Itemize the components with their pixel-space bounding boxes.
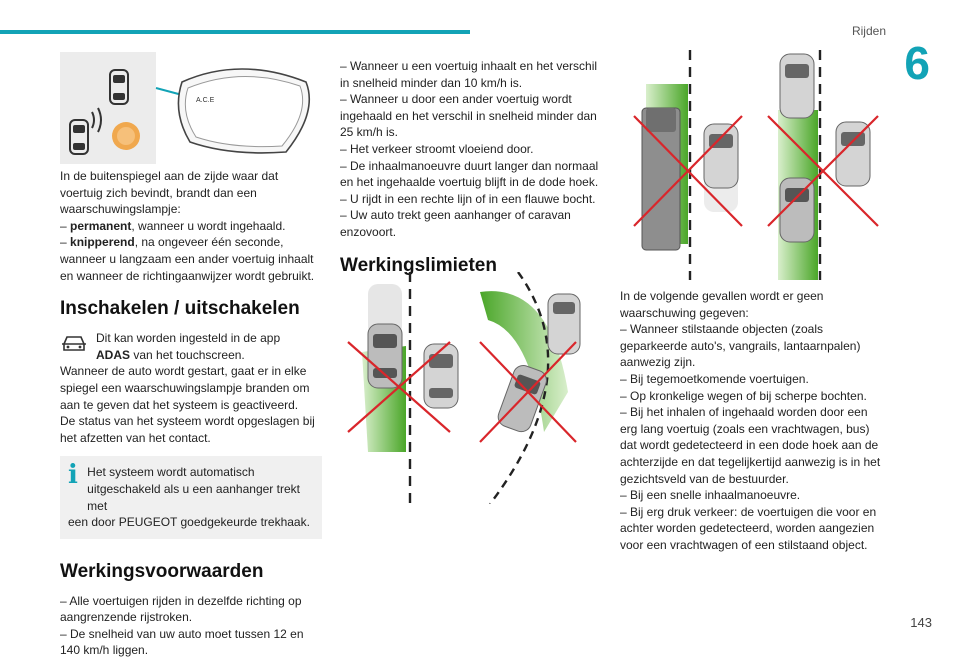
column-2: – Wanneer u een voertuig inhaalt en het … <box>340 58 602 287</box>
limit-2: – Bij tegemoetkomende voertuigen. <box>620 371 809 386</box>
mirror-item-2: – knipperend, na ongeveer één seconde, w… <box>60 235 315 283</box>
condition-3: – Wanneer u een voertuig inhaalt en het … <box>340 59 598 90</box>
column-3: In de volgende gevallen wordt er geen wa… <box>620 288 888 554</box>
car-own <box>367 323 403 389</box>
car-icon-top <box>109 69 129 105</box>
car-own-right <box>779 177 815 243</box>
para-status: De status van het systeem wordt opgeslag… <box>60 414 315 445</box>
column-1: In de buitenspiegel aan de zijde waar da… <box>60 168 322 659</box>
condition-2: – De snelheid van uw auto moet tussen 12… <box>60 626 304 658</box>
mirror-label: A.C.E <box>196 97 215 104</box>
condition-8: – Uw auto trekt geen aanhanger of carava… <box>340 208 571 239</box>
car-other <box>423 343 459 409</box>
chapter-number: 6 <box>904 37 930 89</box>
limits-figure-straight-and-curve <box>347 272 581 504</box>
limit-3: – Op kronkelige wegen of bij scherpe boc… <box>620 388 867 403</box>
condition-7: – U rijdt in een rechte lijn of in een f… <box>340 191 596 206</box>
section-title: Rijden <box>851 24 886 38</box>
limits-figure-truck-and-oncoming <box>633 50 879 280</box>
car-icon-bottom <box>69 119 89 155</box>
car-lane-left <box>703 123 739 189</box>
heading-conditions: Werkingsvoorwaarden <box>60 560 264 582</box>
limit-4: – Bij het inhalen of ingehaald worden do… <box>620 405 881 486</box>
condition-4: – Wanneer u door een ander voertuig word… <box>340 92 597 140</box>
truck <box>641 107 681 251</box>
limit-6: – Bij erg druk verkeer: de voertuigen di… <box>620 504 877 552</box>
car-oncoming <box>779 53 815 119</box>
info-icon: i <box>68 460 78 491</box>
condition-5: – Het verkeer stroomt vloeiend door. <box>340 141 534 156</box>
mirror-item-1: – permanent, wanneer u wordt ingehaald. <box>60 218 286 233</box>
header-accent-bar <box>0 30 470 34</box>
mirror-warning-figure: A.C.E <box>60 52 310 164</box>
limits-intro: In de volgende gevallen wordt er geen wa… <box>620 289 824 320</box>
condition-1: – Alle voertuigen rijden in dezelfde ric… <box>60 593 302 625</box>
condition-6: – De inhaalmanoeuvre duurt langer dan no… <box>340 158 599 190</box>
mirror-intro: In de buitenspiegel aan de zijde waar da… <box>60 169 279 217</box>
para-start: Wanneer de auto wordt gestart, gaat er i… <box>60 364 310 412</box>
page-number: 143 <box>910 615 932 630</box>
car-settings-icon <box>62 336 86 351</box>
heading-limits: Werkingslimieten <box>340 254 497 276</box>
heading-activate: Inschakelen / uitschakelen <box>60 298 300 320</box>
limit-1: – Wanneer stilstaande objecten (zoals ge… <box>620 322 861 370</box>
limit-5: – Bij een snelle inhaalmanoeuvre. <box>620 488 801 503</box>
info-box: i Het systeem wordt automatisch uitgesch… <box>60 456 322 539</box>
car-curve-other <box>547 293 581 355</box>
